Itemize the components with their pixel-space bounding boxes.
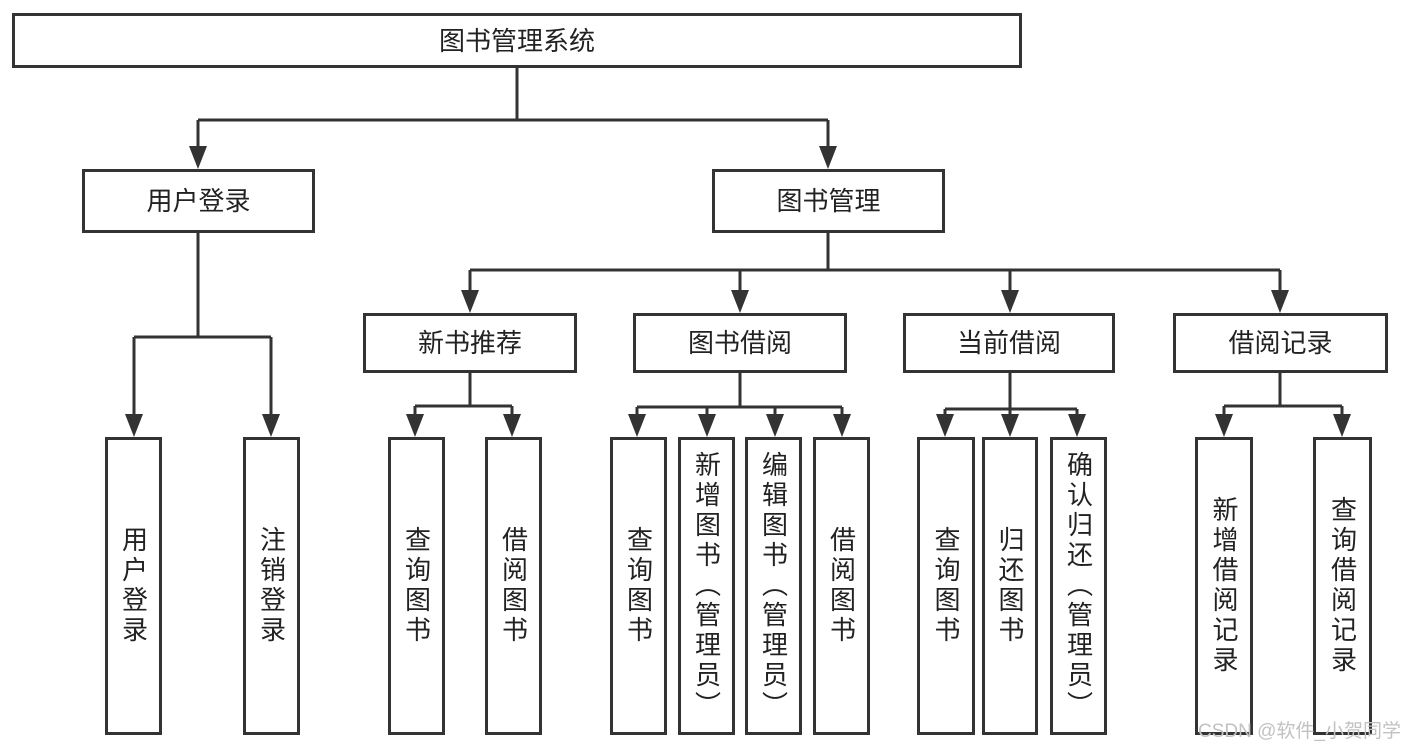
leaf-nbr-borrow-books-label: 借阅图书 <box>498 526 529 646</box>
node-current-borrow: 当前借阅 <box>903 313 1115 373</box>
connector-user-login-children <box>132 233 273 418</box>
leaf-cb-return-books: 归还图书 <box>982 437 1038 735</box>
leaf-bb-query-books: 查询图书 <box>610 437 667 735</box>
leaf-nbr-borrow-books: 借阅图书 <box>485 437 542 735</box>
node-borrow-record: 借阅记录 <box>1173 313 1388 373</box>
leaf-br-query-record: 查询借阅记录 <box>1313 437 1372 735</box>
leaf-user-login-label: 用户登录 <box>118 526 149 646</box>
leaf-br-add-record-label: 新增借阅记录 <box>1209 496 1239 676</box>
leaf-logout: 注销登录 <box>243 437 300 735</box>
node-book-borrow-label: 图书借阅 <box>687 328 792 358</box>
leaf-bb-add-books-admin-label: 新增图书（管理员） <box>691 451 722 721</box>
arrowheads <box>125 146 1351 437</box>
leaf-bb-borrow-books-label: 借阅图书 <box>826 526 857 646</box>
node-new-book-rec: 新书推荐 <box>363 313 577 373</box>
node-book-mgmt-label: 图书管理 <box>776 186 881 216</box>
node-book-mgmt: 图书管理 <box>712 169 945 233</box>
leaf-bb-query-books-label: 查询图书 <box>623 526 654 646</box>
leaf-nbr-query-books-label: 查询图书 <box>401 526 432 646</box>
connector-current-borrow-children <box>943 373 1079 418</box>
connector-book-mgmt-children <box>468 233 1282 294</box>
leaf-br-query-record-label: 查询借阅记录 <box>1327 496 1358 676</box>
leaf-bb-add-books-admin: 新增图书（管理员） <box>678 437 735 735</box>
leaf-cb-query-books: 查询图书 <box>917 437 975 735</box>
node-user-login: 用户登录 <box>82 169 315 233</box>
connector-borrow-record-children <box>1222 373 1344 418</box>
connector-book-borrow-children <box>635 373 844 418</box>
node-borrow-record-label: 借阅记录 <box>1228 328 1333 358</box>
leaf-bb-edit-books-admin-label: 编辑图书（管理员） <box>758 451 789 721</box>
leaf-bb-edit-books-admin: 编辑图书（管理员） <box>745 437 802 735</box>
connector-new-book-rec-children <box>413 373 514 418</box>
leaf-user-login: 用户登录 <box>105 437 162 735</box>
leaf-br-add-record: 新增借阅记录 <box>1195 437 1253 735</box>
connector-root-to-level2 <box>196 68 830 150</box>
leaf-cb-confirm-return-admin-label: 确认归还（管理员） <box>1063 451 1094 721</box>
leaf-cb-confirm-return-admin: 确认归还（管理员） <box>1050 437 1107 735</box>
leaf-nbr-query-books: 查询图书 <box>388 437 445 735</box>
node-user-login-label: 用户登录 <box>146 186 251 216</box>
node-new-book-rec-label: 新书推荐 <box>417 328 522 358</box>
leaf-logout-label: 注销登录 <box>256 526 287 646</box>
node-root: 图书管理系统 <box>12 13 1022 68</box>
node-book-borrow: 图书借阅 <box>633 313 847 373</box>
leaf-bb-borrow-books: 借阅图书 <box>813 437 870 735</box>
node-root-label: 图书管理系统 <box>438 25 595 56</box>
csdn-watermark: CSDN @软件_小贺同学 <box>1198 721 1401 742</box>
node-current-borrow-label: 当前借阅 <box>956 328 1061 358</box>
leaf-cb-return-books-label: 归还图书 <box>995 526 1025 646</box>
leaf-cb-query-books-label: 查询图书 <box>931 526 961 646</box>
